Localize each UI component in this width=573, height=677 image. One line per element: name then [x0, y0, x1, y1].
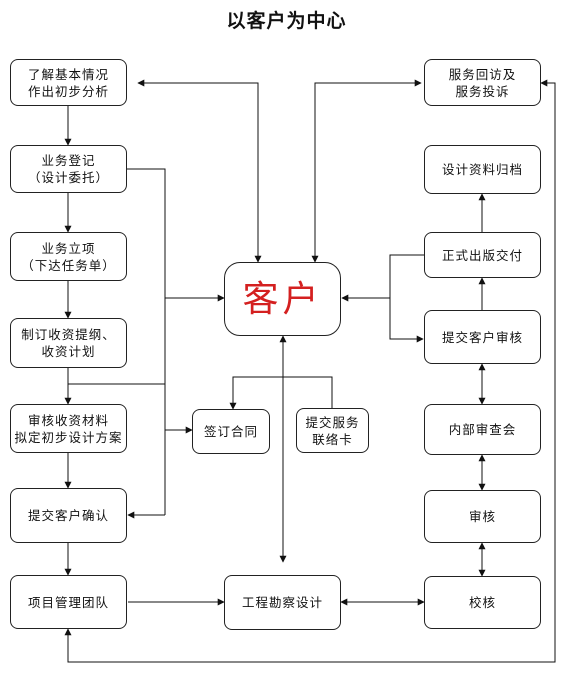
edge-publish-customer [389, 254, 424, 298]
node-audit: 审核 [424, 490, 541, 543]
node-customer: 客户 [224, 262, 341, 336]
node-internal-review: 内部审查会 [424, 404, 541, 455]
edge-customer-service [311, 79, 422, 263]
node-sign-contract: 签订合同 [192, 409, 270, 454]
edge-trunk-submit [389, 298, 424, 343]
node-team: 项目管理团队 [10, 575, 127, 629]
node-service-card: 提交服务 联络卡 [296, 408, 369, 453]
edge-loop-team-service [64, 79, 556, 663]
edge-customer-understand [137, 79, 262, 263]
node-submit-review: 提交客户审核 [424, 310, 541, 364]
node-check: 校核 [424, 576, 541, 629]
node-archive: 设计资料归档 [424, 145, 541, 194]
node-establish: 业务立项 （下达任务单） [10, 232, 127, 281]
node-understand: 了解基本情况 作出初步分析 [10, 59, 127, 106]
node-plan: 制订收资提纲、 收资计划 [10, 318, 127, 368]
node-publish: 正式出版交付 [424, 232, 541, 278]
node-submit-confirm: 提交客户确认 [10, 488, 127, 543]
page-title: 以客户为中心 [226, 10, 347, 32]
node-register: 业务登记 （设计委托） [10, 145, 127, 193]
node-service-visit: 服务回访及 服务投诉 [424, 59, 541, 106]
edge-register-trunk [127, 168, 166, 515]
node-review-materials: 审核收资材料 拟定初步设计方案 [10, 404, 127, 453]
node-survey-design: 工程勘察设计 [224, 575, 341, 630]
